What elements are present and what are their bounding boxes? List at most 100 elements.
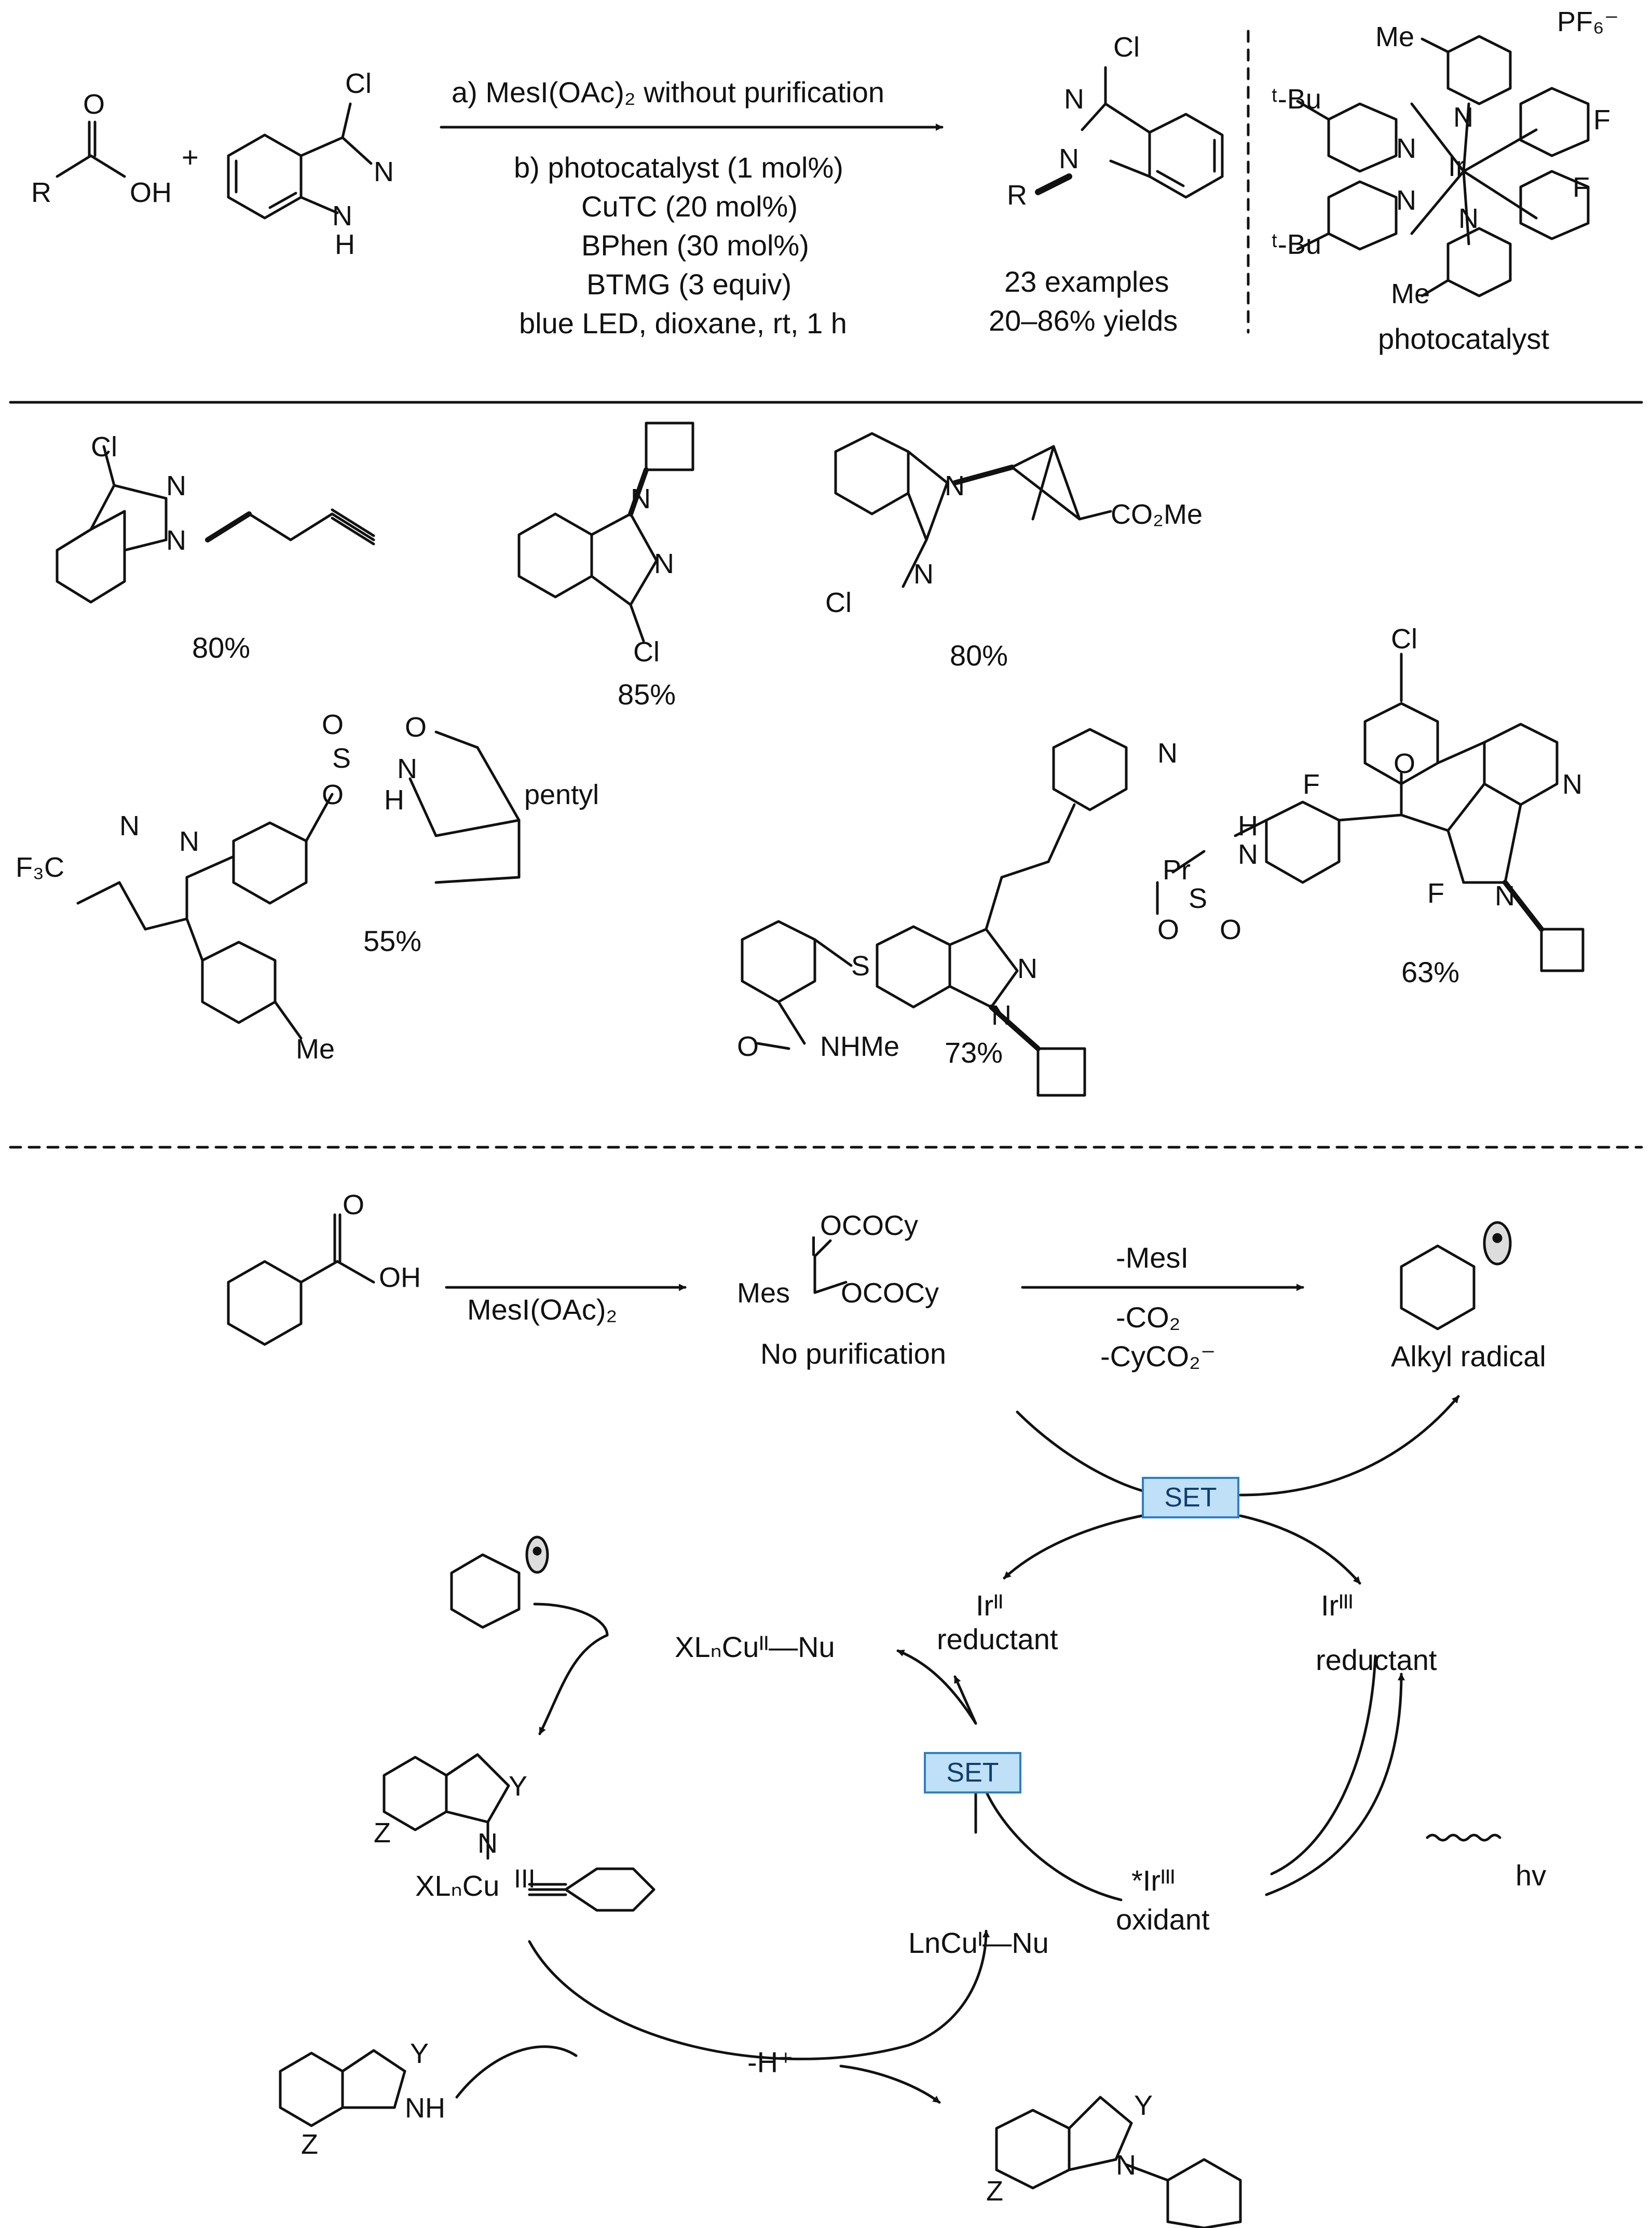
n-label-4: N: [1458, 203, 1479, 234]
example-3-structure: [834, 432, 1112, 588]
nucleophile-entry-arc: [455, 2045, 578, 2099]
ex6-yield: 63%: [1401, 956, 1460, 988]
example-5-structure: [741, 728, 1128, 1097]
indazole-reactant-structure: [227, 102, 373, 220]
ir3-label: Irᴵᴵᴵ: [1321, 1589, 1354, 1622]
photocatalyst-structure: [1296, 35, 1590, 297]
ex3-n1: N: [945, 470, 965, 501]
ex2-cl: Cl: [633, 636, 660, 668]
pf6-label: PF₆⁻: [1557, 6, 1619, 37]
cu2-complex: XLₙCuᴵᴵ—Nu: [675, 1631, 835, 1663]
ex6-f2: F: [1427, 878, 1444, 909]
no-purification: No purification: [760, 1337, 946, 1370]
yield-range: 20–86% yields: [989, 304, 1178, 337]
ex5-s: S: [851, 950, 870, 982]
ex5-nhme: NHMe: [820, 1031, 900, 1062]
iodane-ococy-bottom: OCOCy: [841, 1278, 939, 1309]
radical-capture-arc: [533, 1602, 609, 1637]
product-release-arrow: [839, 2064, 941, 2104]
nuc-nh: NH: [405, 2093, 445, 2124]
set-to-cu2-arrow: [896, 1649, 977, 1725]
ex2-n1: N: [631, 483, 651, 514]
iodane-structure: [813, 1239, 848, 1294]
n-alkylated-product-structure: [995, 2096, 1242, 2228]
loss-co2: -CO₂: [1116, 1301, 1181, 1334]
product-n: N: [1116, 2150, 1136, 2181]
cu3-n: N: [477, 1828, 498, 1859]
ex6-h: H: [1238, 810, 1258, 841]
acid-o-label: O: [83, 89, 105, 120]
example-2-structure: [517, 422, 694, 643]
example-4-structure: [76, 730, 521, 1040]
examples-count: 23 examples: [1004, 265, 1169, 298]
product-n2-label: N: [1059, 143, 1079, 174]
cu3-complex: XLₙCu: [415, 1869, 500, 1902]
cu1-complex: LnCuᴵ—Nu: [908, 1926, 1049, 1959]
ex6-n1: N: [1562, 769, 1582, 800]
carboxylic-acid-structure: [56, 120, 126, 178]
product-cl-label: Cl: [1113, 32, 1140, 63]
ex1-n2: N: [166, 525, 186, 556]
ex6-cl: Cl: [1391, 623, 1417, 655]
ex3-n2: N: [913, 559, 934, 590]
set-arc-upper-right: [1239, 1395, 1460, 1497]
set-badge-middle: SET: [924, 1752, 1021, 1794]
ex3-co2me: CO₂Me: [1111, 499, 1203, 530]
ex5-yield: 73%: [945, 1036, 1003, 1069]
alkyl-radical-structure: [1400, 1221, 1512, 1330]
me-top-label: Me: [1375, 21, 1415, 52]
minus-h: -H⁺: [747, 2046, 794, 2078]
ex4-me: Me: [296, 1034, 335, 1065]
ir-cycle-right: [1270, 1654, 1377, 1876]
ex4-o1: O: [322, 709, 344, 740]
ex6-n2: N: [1495, 880, 1515, 912]
photocatalyst-caption: photocatalyst: [1378, 322, 1549, 355]
example-1-structure: [56, 445, 375, 604]
condition-b-4: blue LED, dioxane, rt, 1 h: [519, 307, 847, 339]
f-top-label: F: [1593, 104, 1610, 135]
condition-a: a) MesI(OAc)₂ without purification: [452, 76, 885, 108]
ex2-n2: N: [654, 548, 674, 579]
f-right-label: F: [1573, 172, 1590, 203]
ex4-n3: N: [397, 753, 417, 784]
indazole-cl-label: Cl: [345, 68, 372, 99]
n-label-1: N: [1396, 133, 1416, 164]
ex4-o2: O: [322, 779, 344, 810]
alkyl-radical-label: Alkyl radical: [1391, 1340, 1546, 1373]
ex4-h: H: [384, 784, 404, 816]
ex4-pentyl: pentyl: [524, 779, 599, 810]
loss-cyco2: -CyCO₂⁻: [1100, 1340, 1216, 1373]
ex3-cl: Cl: [825, 587, 852, 618]
ex4-n2: N: [179, 826, 199, 857]
set-badge-top: SET: [1142, 1477, 1239, 1518]
ex3-yield: 80%: [950, 639, 1008, 672]
ex1-n1: N: [166, 470, 186, 501]
cu3-ox-state: III: [514, 1864, 536, 1893]
cu3-z: Z: [374, 1817, 391, 1849]
ex4-n1: N: [119, 810, 140, 841]
ir3-excited-label: *Irᴵᴵᴵ: [1131, 1864, 1176, 1897]
cyclohexyl-radical-structure: [450, 1536, 549, 1629]
ex4-o3: O: [405, 712, 427, 743]
acid-r-label: R: [31, 177, 51, 208]
mech-acid-oh: OH: [379, 1262, 421, 1293]
product-y: Y: [1134, 2090, 1153, 2121]
ex5-n1: N: [1017, 953, 1037, 984]
ex6-s: S: [1189, 883, 1208, 914]
condition-b-1: CuTC (20 mol%): [581, 190, 798, 223]
loss-mesi: -MesI: [1116, 1241, 1189, 1274]
example-6-structure: [1156, 653, 1585, 972]
hv-wave: [1426, 1833, 1501, 1842]
nuc-z: Z: [301, 2129, 318, 2160]
tbu-top-label: ᵗ-Bu: [1272, 84, 1321, 115]
product-structure: [1035, 66, 1224, 199]
hv-label: hv: [1516, 1859, 1547, 1892]
ir2-label: Irᴵᴵ: [976, 1589, 1003, 1622]
ex2-yield: 85%: [618, 678, 676, 711]
ex6-o1: O: [1157, 914, 1180, 945]
ir3-oxidant: oxidant: [1116, 1903, 1210, 1936]
tbu-bottom-label: ᵗ-Bu: [1272, 229, 1321, 260]
cyclohexanecarboxylic-acid-structure: [227, 1213, 375, 1346]
ex5-o: O: [737, 1031, 759, 1062]
mech-acid-o: O: [343, 1189, 365, 1220]
